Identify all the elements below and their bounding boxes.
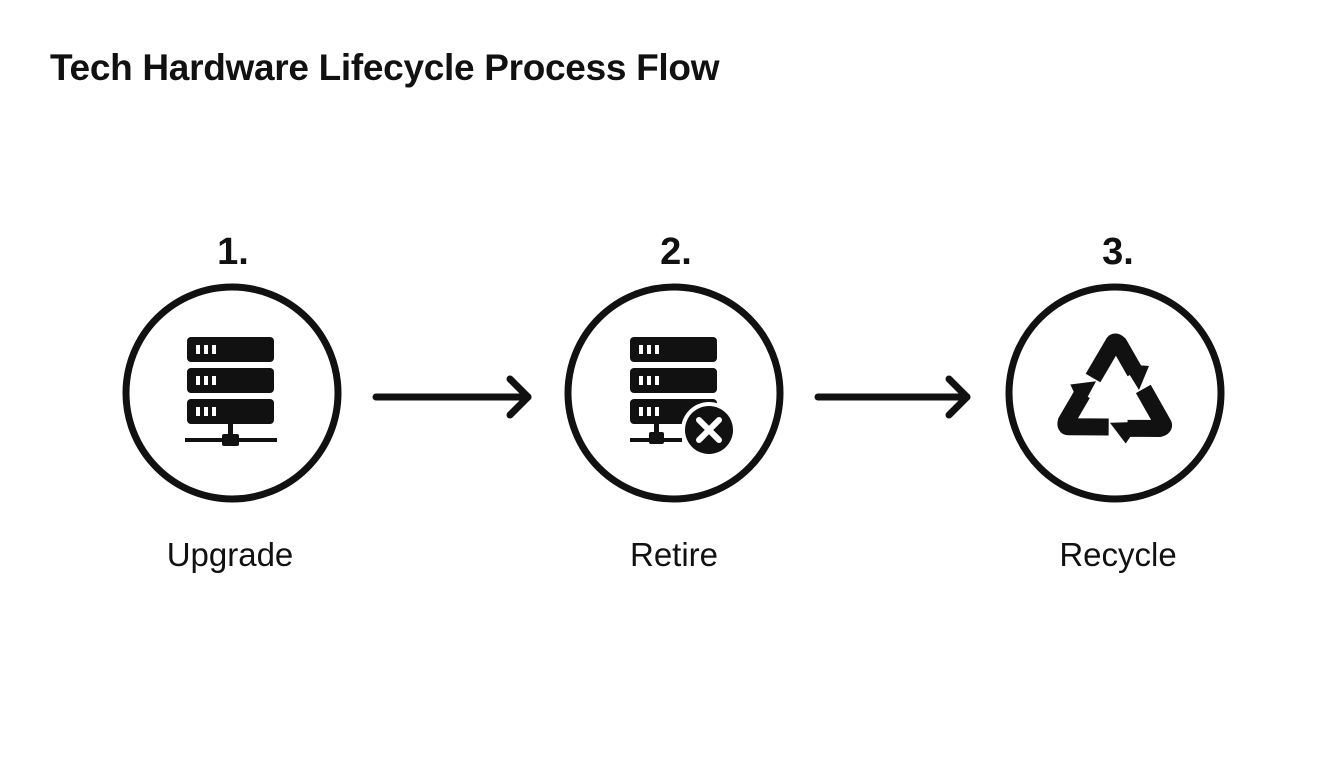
- step-3-number: 3.: [1102, 231, 1134, 273]
- diagram-title: Tech Hardware Lifecycle Process Flow: [50, 47, 720, 88]
- server-rack-network-icon: [185, 337, 277, 446]
- flow-arrow-2: [814, 375, 971, 419]
- step-1-circle: [122, 283, 342, 503]
- flow-arrow-1: [372, 375, 532, 419]
- step-2-number: 2.: [660, 231, 692, 273]
- recycle-icon: [1050, 333, 1175, 455]
- server-rack-remove-icon: [630, 337, 737, 458]
- step-3-circle: [1005, 283, 1225, 503]
- step-2-label: Retire: [629, 536, 719, 573]
- step-2-circle: [564, 283, 784, 503]
- step-1-number: 1.: [217, 231, 249, 273]
- step-3-label: Recycle: [1059, 536, 1177, 573]
- step-1-label: Upgrade: [166, 536, 294, 573]
